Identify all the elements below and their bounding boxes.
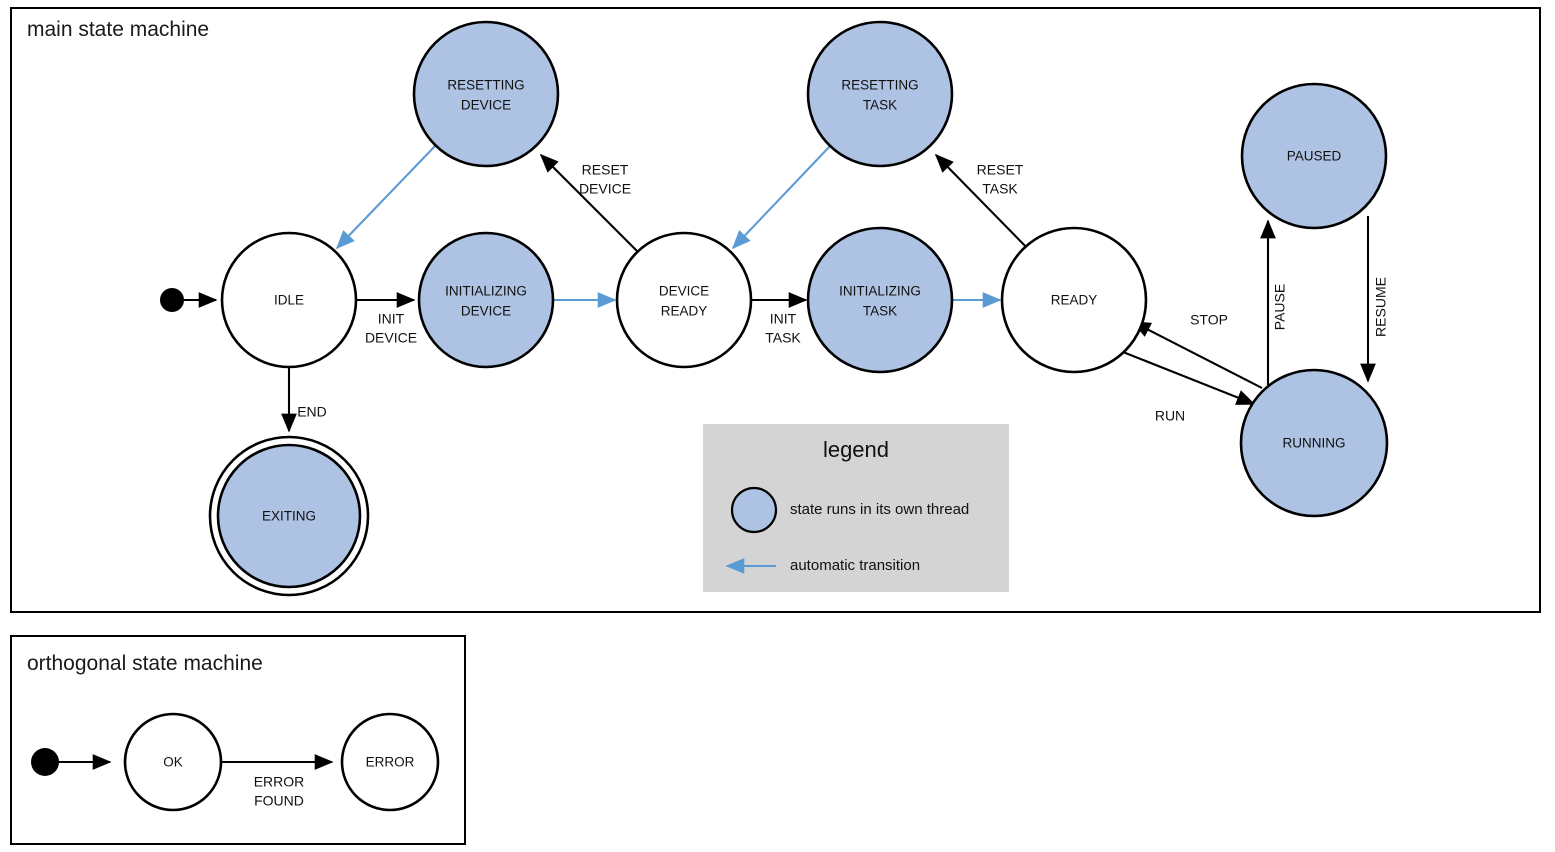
state-label-paused: PAUSED	[1287, 149, 1342, 164]
edge-label-resume: RESUME	[1373, 277, 1389, 337]
edge-label-error-found-line1: ERROR	[254, 774, 305, 790]
state-node-idle[interactable]: IDLE	[220, 231, 358, 369]
edge-label-init-task-line1: INIT	[770, 311, 797, 327]
state-circle-error[interactable]	[340, 712, 440, 812]
edge-ready-resetting-task	[934, 153, 1034, 255]
main-transitions: INIT DEVICE END RESET DEVICE INIT TASK R…	[184, 144, 1389, 433]
state-circle-paused[interactable]	[1240, 82, 1388, 230]
legend-title: legend	[823, 437, 889, 462]
state-label-device-ready-line1: DEVICE	[659, 284, 709, 299]
state-circle-ok[interactable]	[123, 712, 223, 812]
edge-label-reset-device-line2: DEVICE	[579, 181, 631, 197]
state-circle-initializing-device[interactable]	[417, 231, 555, 369]
state-node-resetting-device[interactable]: RESETTING DEVICE	[412, 20, 560, 168]
state-circle-ready[interactable]	[1000, 226, 1148, 374]
state-node-initializing-task[interactable]: INITIALIZING TASK	[806, 226, 954, 374]
state-label-idle: IDLE	[274, 293, 304, 308]
edge-running-ready	[1131, 321, 1263, 389]
state-label-resetting-task-line1: RESETTING	[841, 78, 918, 93]
edge-label-reset-device-line1: RESET	[582, 162, 629, 178]
state-node-paused[interactable]: PAUSED	[1240, 82, 1388, 230]
state-node-error[interactable]: ERROR	[340, 712, 440, 812]
state-node-exiting[interactable]: EXITING	[208, 435, 370, 597]
orthogonal-initial-state-dot	[31, 748, 59, 776]
edge-label-pause: PAUSE	[1272, 284, 1288, 330]
state-label-resetting-device-line2: DEVICE	[461, 98, 511, 113]
state-label-resetting-task-line2: TASK	[863, 98, 897, 113]
legend-threaded-state-swatch-icon	[730, 486, 778, 534]
state-node-resetting-task[interactable]: RESETTING TASK	[806, 20, 954, 168]
state-circle-resetting-task[interactable]	[806, 20, 954, 168]
state-node-running[interactable]: RUNNING	[1239, 368, 1389, 518]
main-frame-title: main state machine	[27, 18, 209, 41]
state-node-ok[interactable]: OK	[123, 712, 223, 812]
state-label-initializing-device-line1: INITIALIZING	[445, 284, 527, 299]
edge-label-reset-task-line1: RESET	[977, 162, 1024, 178]
state-label-exiting: EXITING	[262, 509, 316, 524]
edge-ready-running	[1122, 351, 1256, 405]
state-circle-idle[interactable]	[220, 231, 358, 369]
edge-label-error-found-line2: FOUND	[254, 793, 304, 809]
edge-label-run: RUN	[1155, 408, 1185, 424]
state-label-initializing-task-line2: TASK	[863, 304, 897, 319]
state-label-error: ERROR	[366, 755, 415, 770]
main-states: IDLE EXITING RESETTING DEVICE INITIALIZI…	[160, 20, 1389, 597]
state-label-ok: OK	[163, 755, 183, 770]
state-circle-exiting-inner[interactable]	[216, 443, 362, 589]
edge-label-end: END	[297, 404, 327, 420]
legend-item-label-threaded-state: state runs in its own thread	[790, 501, 969, 518]
edge-resetting-device-idle	[335, 144, 437, 250]
state-label-running: RUNNING	[1283, 436, 1346, 451]
edge-label-init-device-line1: INIT	[378, 311, 405, 327]
state-label-initializing-device-line2: DEVICE	[461, 304, 511, 319]
edge-label-init-device-line2: DEVICE	[365, 330, 417, 346]
state-node-initializing-device[interactable]: INITIALIZING DEVICE	[417, 231, 555, 369]
edge-label-stop: STOP	[1190, 312, 1228, 328]
orthogonal-state-machine-frame: orthogonal state machine ERROR FOUND OK …	[10, 635, 466, 845]
state-label-device-ready-line2: READY	[661, 304, 708, 319]
legend-item-label-auto-transition: automatic transition	[790, 557, 920, 574]
state-node-ready[interactable]: READY	[1000, 226, 1148, 374]
edge-device-ready-resetting-device	[539, 153, 641, 255]
state-circle-device-ready[interactable]	[615, 231, 753, 369]
initial-state-dot	[160, 288, 184, 312]
legend: legend state runs in its own thread auto…	[703, 424, 1009, 592]
edge-label-reset-task-line2: TASK	[982, 181, 1018, 197]
state-label-initializing-task-line1: INITIALIZING	[839, 284, 921, 299]
state-circle-resetting-device[interactable]	[412, 20, 560, 168]
state-label-resetting-device-line1: RESETTING	[447, 78, 524, 93]
state-label-ready: READY	[1051, 293, 1098, 308]
state-circle-initializing-task[interactable]	[806, 226, 954, 374]
state-node-device-ready[interactable]: DEVICE READY	[615, 231, 753, 369]
orthogonal-frame-title: orthogonal state machine	[27, 652, 263, 675]
edge-resetting-task-device-ready	[731, 144, 832, 250]
state-circle-running[interactable]	[1239, 368, 1389, 518]
edge-label-init-task-line2: TASK	[765, 330, 801, 346]
